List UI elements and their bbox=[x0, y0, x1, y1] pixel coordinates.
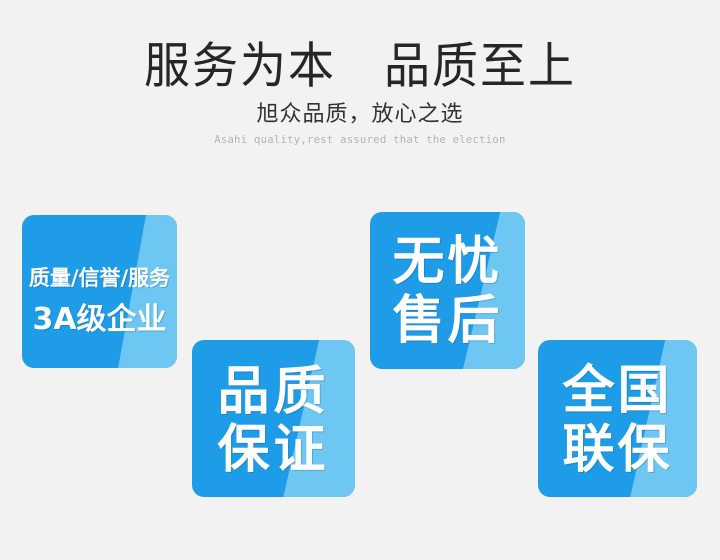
page-title: 服务为本 品质至上 bbox=[144, 37, 576, 95]
card-nationwide-line-a: 全国 bbox=[562, 361, 673, 421]
card-aftersales-line-b: 售后 bbox=[392, 291, 503, 351]
card-guarantee-line-a: 品质 bbox=[217, 362, 330, 422]
card-quality-line-b: 3A级企业 bbox=[32, 302, 167, 337]
feature-card-nationwide[interactable]: 全国 联保 bbox=[538, 340, 697, 497]
card-nationwide-line-b: 联保 bbox=[562, 420, 673, 480]
feature-card-quality[interactable]: 质量/信誉/服务 3A级企业 bbox=[22, 215, 177, 368]
card-aftersales-line-a: 无忧 bbox=[392, 232, 503, 292]
page-subtitle-english: Asahi quality,rest assured that the elec… bbox=[214, 134, 506, 146]
feature-card-aftersales[interactable]: 无忧 售后 bbox=[370, 212, 525, 369]
card-quality-line-a: 质量/信誉/服务 bbox=[28, 266, 171, 290]
card-diagonal-accent bbox=[118, 215, 177, 368]
page-subtitle: 旭众品质，放心之选 bbox=[256, 102, 464, 127]
card-guarantee-line-b: 保证 bbox=[217, 420, 330, 480]
feature-card-guarantee[interactable]: 品质 保证 bbox=[192, 340, 355, 497]
